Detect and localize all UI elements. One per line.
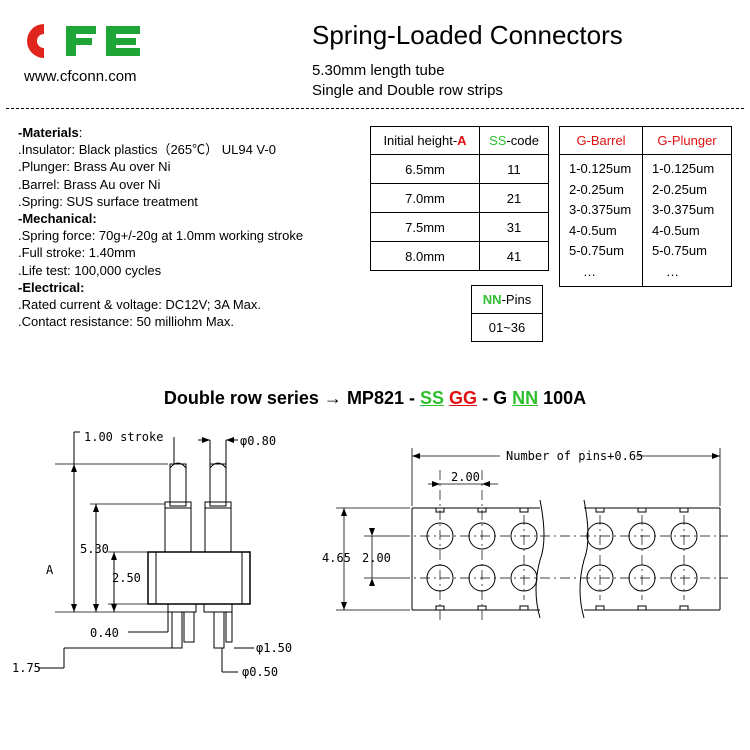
logo-fe-letters <box>66 26 140 56</box>
length-label: 5.30 <box>80 542 109 556</box>
technical-drawings: 1.00 stroke φ0.80 5.30 A 2.50 0.40 φ1.50… <box>12 430 728 679</box>
total-length-label: Number of pins+0.65 <box>506 449 643 463</box>
spec-barrel: .Barrel: Brass Au over Ni <box>18 176 161 192</box>
mechanical-heading: -Mechanical: <box>18 211 97 227</box>
top-view-centerlines <box>400 470 728 620</box>
pitch-label: 2.00 <box>451 470 480 484</box>
gg-code: GG <box>449 388 478 408</box>
page-title: Spring-Loaded Connectors <box>312 20 623 50</box>
pins-header: NN-Pins <box>471 285 543 314</box>
side-view-drawing <box>38 431 254 673</box>
specifications: -Materials: .Insulator: Black plastics（2… <box>18 124 303 330</box>
ss-code: SS <box>420 388 445 408</box>
height-a-label: A <box>46 563 54 577</box>
top-view-dims <box>336 448 721 611</box>
spec-life-test: .Life test: 100,000 cycles <box>18 262 162 278</box>
spec-plunger: .Plunger: Brass Au over Ni <box>18 159 171 175</box>
dia-bot-label: φ0.50 <box>242 665 278 679</box>
subtitle-rows: Single and Double row strips <box>312 82 503 99</box>
offset-label: 0.40 <box>90 626 119 640</box>
spec-spring-force: .Spring force: 70g+/-20g at 1.0mm workin… <box>18 228 304 244</box>
plunger-header: G-Plunger <box>642 126 732 155</box>
dashed-divider <box>6 108 744 109</box>
pins-value: 01~36 <box>471 313 543 342</box>
website-url[interactable]: www.cfconn.com <box>24 68 137 85</box>
dia-top-label: φ0.80 <box>240 434 276 448</box>
logo-c-mark <box>27 24 44 58</box>
tail-label: 1.75 <box>12 661 41 675</box>
side-view-arrows <box>71 437 234 612</box>
spec-spring: .Spring: SUS surface treatment <box>18 193 198 209</box>
dia-mid-label: φ1.50 <box>256 641 292 655</box>
subtitle-length: 5.30mm length tube <box>312 62 445 79</box>
spec-full-stroke: .Full stroke: 1.40mm <box>18 245 136 261</box>
cfe-logo <box>27 24 140 58</box>
row-pitch-label: 2.00 <box>362 551 391 565</box>
spec-rated: .Rated current & voltage: DC12V; 3A Max. <box>18 297 262 313</box>
materials-heading: -Materials: <box>18 125 83 140</box>
code-col-header: SS-code <box>479 126 549 155</box>
spec-contact: .Contact resistance: 50 milliohm Max. <box>18 314 235 330</box>
electrical-heading: -Electrical: <box>18 279 85 295</box>
nn-code: NN <box>512 388 539 408</box>
part-number-series: Double row series → MP821 - SS GG - G NN… <box>163 388 587 408</box>
body-label: 2.50 <box>112 571 141 585</box>
top-view-drawing <box>411 499 721 619</box>
stroke-label: 1.00 stroke <box>84 430 163 444</box>
pins-table: NN-Pins 01~36 <box>471 285 543 342</box>
barrel-header: G-Barrel <box>559 126 643 155</box>
height-col-header: Initial height-A <box>370 126 480 155</box>
spec-insulator: .Insulator: Black plastics（265℃） UL94 V-… <box>18 142 276 158</box>
width-label: 4.65 <box>322 551 351 565</box>
top-view-arrows <box>341 453 720 610</box>
